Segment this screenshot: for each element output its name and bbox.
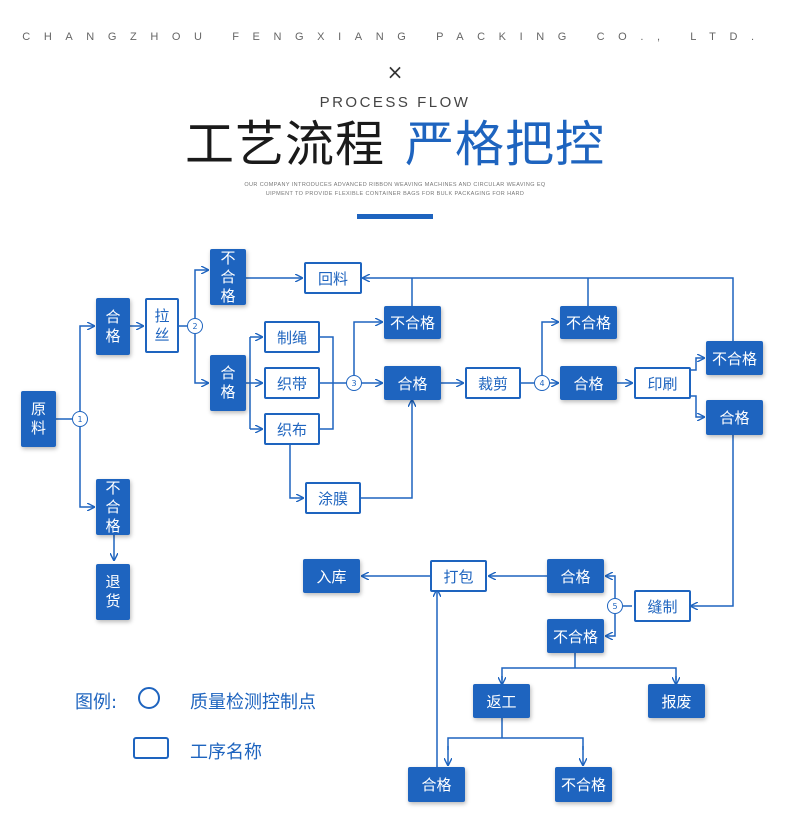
intro-line-2: UIPMENT TO PROVIDE FLEXIBLE CONTAINER BA… [265, 191, 525, 197]
legend-checkpoint-label: 质量检测控制点 [190, 692, 316, 713]
node-pass-3: 合格 [384, 366, 441, 400]
checkpoint-5: 5 [607, 598, 623, 614]
times-mark: × [386, 60, 404, 84]
title-underline [357, 214, 433, 219]
node-pass-5: 合格 [547, 559, 604, 593]
node-return-goods: 退货 [96, 564, 130, 620]
node-belt-weaving: 织带 [264, 367, 320, 399]
checkpoint-1: 1 [72, 411, 88, 427]
node-wire-drawing: 拉丝 [145, 298, 179, 353]
node-fail-print: 不合格 [706, 341, 763, 375]
title-main: 工艺流程 [184, 116, 385, 173]
node-rework-pass: 合格 [408, 767, 465, 802]
intro-text: OUR COMPANY INTRODUCES ADVANCED RIBBON W… [200, 181, 590, 199]
node-pass-print: 合格 [706, 400, 763, 435]
page-title: 工艺流程严格把控 [0, 112, 790, 178]
node-pass-4: 合格 [560, 366, 617, 400]
checkpoint-2: 2 [187, 318, 203, 334]
node-packing: 打包 [430, 560, 487, 592]
intro-line-1: OUR COMPANY INTRODUCES ADVANCED RIBBON W… [244, 182, 546, 188]
node-pass-2: 合格 [210, 355, 246, 411]
node-rework: 返工 [473, 684, 530, 718]
node-fail-4: 不合格 [560, 306, 617, 339]
node-raw-material: 原料 [21, 391, 56, 447]
legend-title: 图例: [75, 692, 118, 713]
legend-rect-icon [133, 737, 169, 759]
node-fail-2: 不合格 [210, 249, 246, 305]
node-pass-1: 合格 [96, 298, 130, 355]
title-accent: 严格把控 [405, 116, 606, 173]
checkpoint-4: 4 [534, 375, 550, 391]
company-name: CHANGZHOU FENGXIANG PACKING CO., LTD. [22, 31, 768, 43]
node-cloth-weaving: 织布 [264, 413, 320, 445]
legend-process-label: 工序名称 [190, 742, 262, 763]
node-fail-5: 不合格 [547, 619, 604, 653]
node-cutting: 裁剪 [465, 367, 521, 399]
legend-circle-icon [138, 687, 160, 709]
node-scrap: 报废 [648, 684, 705, 718]
node-storage: 入库 [303, 559, 360, 593]
node-recycle: 回料 [304, 262, 362, 294]
node-rework-fail: 不合格 [555, 767, 612, 802]
process-flow-subtitle: PROCESS FLOW [319, 94, 471, 111]
node-printing: 印刷 [634, 367, 691, 399]
node-sewing: 缝制 [634, 590, 691, 622]
node-fail-3: 不合格 [384, 306, 441, 339]
checkpoint-3: 3 [346, 375, 362, 391]
node-rope-making: 制绳 [264, 321, 320, 353]
node-coating: 涂膜 [305, 482, 361, 514]
node-fail-1: 不合格 [96, 479, 130, 535]
